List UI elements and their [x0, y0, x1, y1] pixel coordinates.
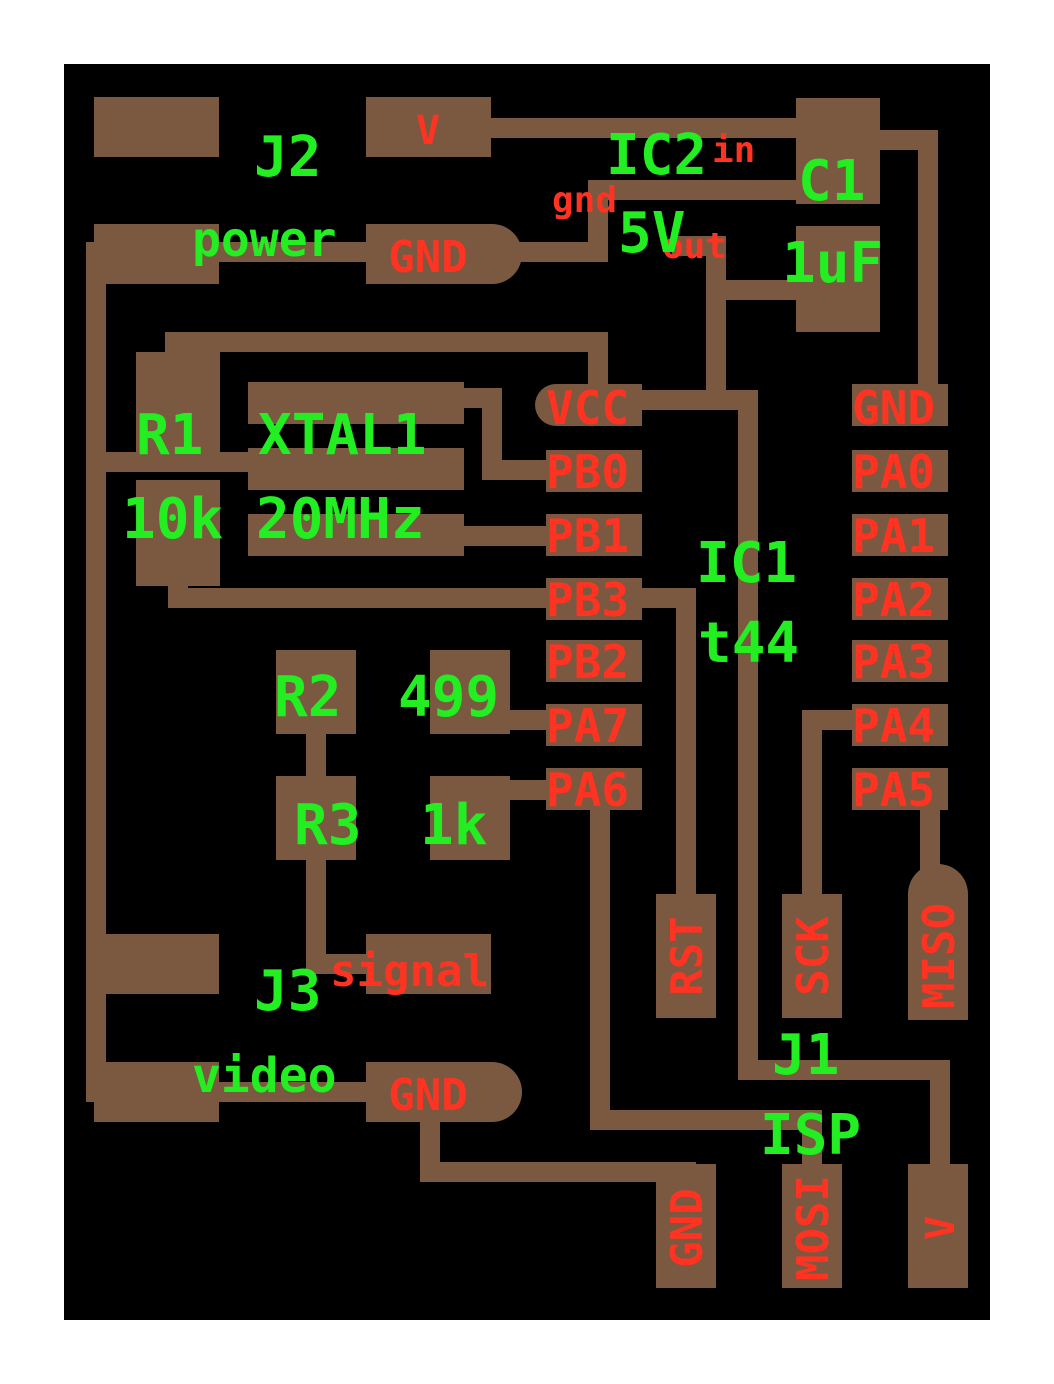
j1-ref: J1: [772, 1023, 839, 1088]
j1-mosi-label: MOSI: [788, 1175, 839, 1281]
ic1-pin-pa3-pad: [852, 640, 948, 682]
ic2-gnd-label: gnd: [552, 180, 617, 221]
r3-ref: R3: [294, 793, 361, 858]
ic1-pin-pb3-label: PB3: [546, 573, 629, 627]
j1-v-label: V: [918, 1216, 964, 1240]
j1-gnd-pad: [656, 1164, 716, 1288]
r3-pad-right: [430, 776, 510, 860]
ic1-pin-pa5-label: PA5: [852, 763, 935, 817]
j1-rst-label: RST: [662, 916, 713, 995]
trace-r3-to-signal: [306, 840, 390, 974]
ic1-pin-pb1-label: PB1: [546, 509, 629, 563]
r1-value: 10k: [122, 487, 223, 552]
j1-sck-pad: [782, 894, 842, 1018]
j2-v-pad: [366, 97, 491, 157]
j2-v-label: V: [416, 108, 440, 154]
j2-gnd-label: GND: [388, 232, 467, 283]
pad-labels: V GND in gnd out VCC PB0 PB1 PB3 PB2 PA7…: [330, 108, 965, 1281]
ic2-in-label: in: [712, 130, 755, 171]
j2-gnd-pad: [366, 224, 522, 284]
j3-value: video: [192, 1048, 337, 1104]
ic1-pin-pb0-pad: [546, 450, 642, 492]
trace-r1-to-pb3: [168, 570, 696, 910]
ic1-pin-pb2-label: PB2: [546, 635, 629, 689]
r1-ref: R1: [136, 403, 203, 468]
trace-ic2-out: [672, 236, 726, 410]
trace-j2-gnd-to-ic2: [490, 180, 848, 262]
ic1-pin-pa2-pad: [852, 578, 948, 620]
j1-gnd-label: GND: [662, 1188, 713, 1267]
c1-ref: C1: [798, 149, 865, 214]
ic1-pin-pa4-pad: [852, 704, 948, 746]
ic1-pin-pa5-pad: [852, 768, 948, 810]
ic2-ref: IC2: [606, 123, 707, 188]
r2-ref: R2: [274, 665, 341, 730]
component-labels: J2 power IC2 5V C1 1uF R1 10k XTAL1 20MH…: [122, 123, 883, 1168]
trace-pa6-to-mosi: [590, 780, 822, 1190]
j1-rst-pad: [656, 894, 716, 1018]
ic1-pin-pa3-label: PA3: [852, 635, 935, 689]
j3-mount-pad-top: [94, 934, 219, 994]
j2-mount-pad-bottom: [94, 224, 219, 284]
ic1-pin-pb1-pad: [546, 514, 642, 556]
xtal1-pad-3: [248, 514, 464, 556]
j1-sck-label: SCK: [788, 916, 839, 996]
xtal1-value: 20MHz: [256, 487, 425, 552]
ic1-pin-pa6-label: PA6: [546, 763, 629, 817]
ic1-ref: IC1: [696, 531, 797, 596]
c1-pad-bottom: [796, 226, 880, 332]
trace-r1-to-vcc: [165, 332, 608, 410]
ic2-out-label: out: [662, 226, 727, 267]
ic1-pin-pb2-pad: [546, 640, 642, 682]
r2-pad-left: [276, 650, 356, 734]
j1-mosi-pad: [782, 1164, 842, 1288]
r2-value: 499: [398, 665, 499, 730]
ic1-pin-gnd-label: GND: [852, 381, 935, 435]
ic1-pin-pa2-label: PA2: [852, 573, 935, 627]
j3-signal-pad: [366, 934, 491, 994]
j3-ref: J3: [254, 959, 321, 1024]
j2-mount-pad-top: [94, 97, 219, 157]
ic1-pin-pb0-label: PB0: [546, 445, 629, 499]
ic1-pin-pa4-label: PA4: [852, 699, 935, 753]
c1-value: 1uF: [782, 231, 883, 296]
j3-gnd-label: GND: [388, 1070, 467, 1121]
trace-left-gnd-bus: [86, 242, 410, 1102]
ic1-pin-pa7-label: PA7: [546, 699, 629, 753]
xtal1-pad-2: [248, 448, 464, 490]
j1-miso-label: MISO: [914, 903, 965, 1009]
c1-pad-top: [796, 98, 880, 204]
j1-v-pad: [908, 1164, 968, 1288]
ic1-pin-pa1-pad: [852, 514, 948, 556]
j1-value: ISP: [760, 1103, 861, 1168]
ic1-pin-pa7-pad: [546, 704, 642, 746]
ic1-value: t44: [698, 611, 799, 676]
r1-pad-bottom: [136, 480, 220, 586]
j2-ref: J2: [254, 125, 321, 190]
ic1-pin-pa0-label: PA0: [852, 445, 935, 499]
r2-pad-right: [430, 650, 510, 734]
ic2-value: 5V: [618, 201, 685, 266]
j1-miso-pad: [908, 864, 968, 1020]
ic1-pin-pa0-pad: [852, 450, 948, 492]
ic1-pin-pa6-pad: [546, 768, 642, 810]
j2-value: power: [192, 212, 337, 268]
ic1-pin-gnd-pad: [852, 384, 948, 426]
j3-mount-pad-bottom: [94, 1062, 219, 1122]
ic1-pin-vcc-label: VCC: [546, 381, 629, 435]
r3-pad-left: [276, 776, 356, 860]
copper-pads: [94, 97, 968, 1288]
xtal1-ref: XTAL1: [258, 403, 427, 468]
r1-pad-top: [136, 352, 220, 458]
ic1-pin-vcc-pad: [535, 384, 642, 426]
ic1-pin-pa1-label: PA1: [852, 509, 935, 563]
xtal1-pad-1: [248, 382, 464, 424]
trace-vcc-to-isp-v: [590, 390, 950, 1210]
r3-value: 1k: [420, 793, 487, 858]
j3-signal-label: signal: [330, 946, 489, 997]
ic1-pin-pb3-pad: [546, 578, 642, 620]
j3-gnd-pad: [366, 1062, 522, 1122]
